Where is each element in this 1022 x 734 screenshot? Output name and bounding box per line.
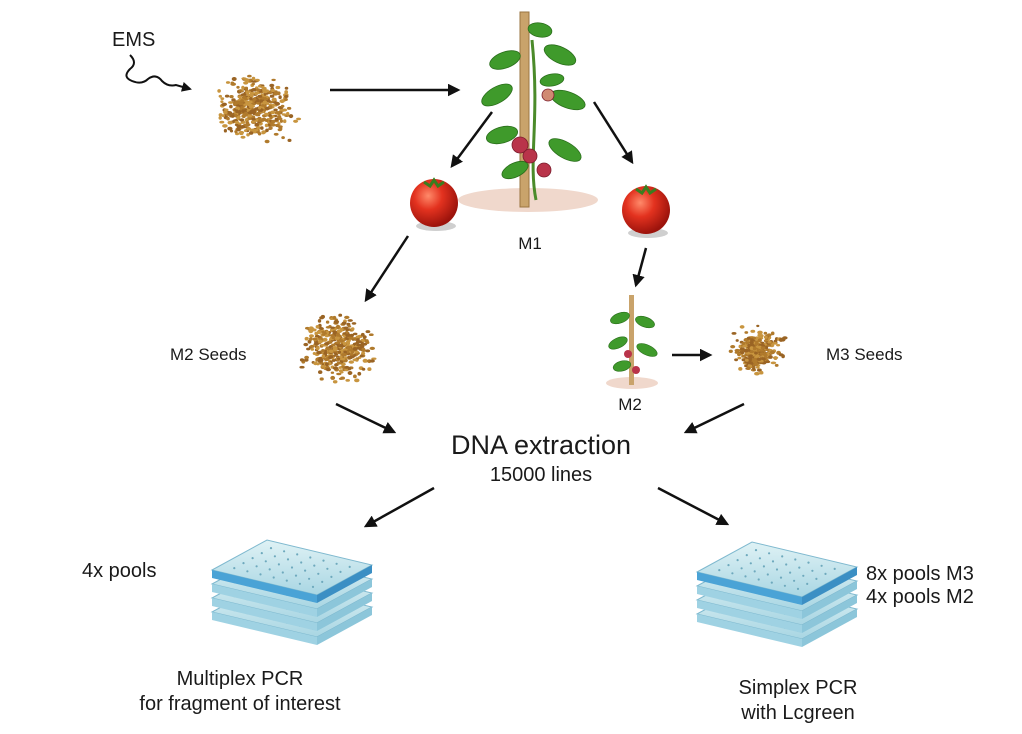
arrow xyxy=(657,486,730,526)
lines-count-label: 15000 lines xyxy=(489,464,593,486)
pools-right-m2-label: 4x pools M2 xyxy=(866,586,974,608)
m1-label: M1 xyxy=(518,234,542,253)
arrow xyxy=(364,235,410,303)
multiplex-pcr-label: Multiplex PCR xyxy=(176,668,304,690)
fragment-of-interest-label: for fragment of interest xyxy=(139,693,341,715)
seed-pile-icon xyxy=(299,313,377,384)
arrow xyxy=(363,486,435,528)
arrow xyxy=(632,247,648,288)
simplex-pcr-label: Simplex PCR xyxy=(738,677,858,699)
lcgreen-label: with Lcgreen xyxy=(741,702,855,724)
arrow xyxy=(592,101,634,165)
flow-arrows xyxy=(330,83,745,528)
m2-label: M2 xyxy=(618,395,642,414)
tomato-plant-icon xyxy=(606,295,658,389)
arrow xyxy=(335,402,397,434)
seed-pile-icon xyxy=(217,74,302,144)
arrow xyxy=(450,111,494,169)
tomato-plant-icon xyxy=(458,11,598,212)
dna-extraction-title: DNA extraction xyxy=(450,430,632,460)
m2-seeds-label: M2 Seeds xyxy=(170,345,247,364)
pools-left-label: 4x pools xyxy=(82,560,157,582)
seed-pile-icon xyxy=(728,324,788,376)
ems-label: EMS xyxy=(112,29,156,51)
arrow xyxy=(683,402,745,434)
wavy-arrow-icon xyxy=(125,54,192,92)
m3-seeds-label: M3 Seeds xyxy=(826,345,903,364)
pools-right-m3-label: 8x pools M3 xyxy=(866,563,974,585)
pcr-plate-stack-icon xyxy=(695,541,859,647)
pcr-plate-stack-icon xyxy=(210,539,374,645)
tomato-fruit-icon xyxy=(410,177,458,231)
tomato-fruit-icon xyxy=(622,184,670,238)
